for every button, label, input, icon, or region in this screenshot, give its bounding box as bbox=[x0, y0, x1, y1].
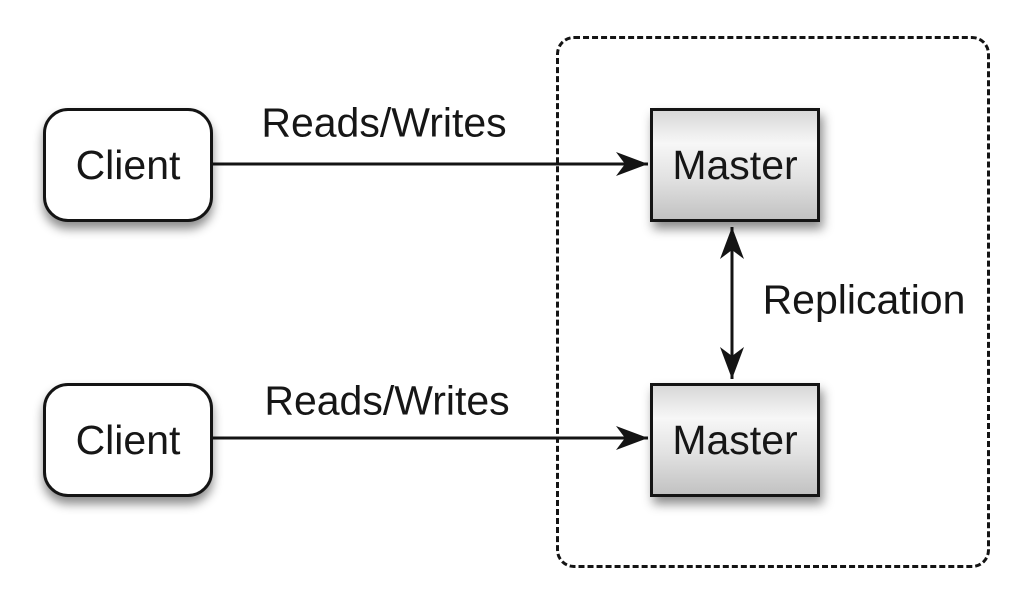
node-client-top-label: Client bbox=[75, 141, 181, 188]
edge-label-reads-writes-top: Reads/Writes bbox=[261, 99, 507, 146]
node-client-bottom-label: Client bbox=[75, 416, 181, 463]
replication-group-dashed-boundary bbox=[556, 36, 990, 568]
edge-label-replication: Replication bbox=[762, 276, 966, 323]
node-master-bottom: Master bbox=[650, 383, 820, 497]
node-client-bottom: Client bbox=[43, 383, 213, 497]
node-master-bottom-label: Master bbox=[672, 416, 798, 463]
node-client-top: Client bbox=[43, 108, 213, 222]
node-master-top: Master bbox=[650, 108, 820, 222]
edge-label-reads-writes-bottom: Reads/Writes bbox=[264, 377, 510, 424]
node-master-top-label: Master bbox=[672, 141, 798, 188]
